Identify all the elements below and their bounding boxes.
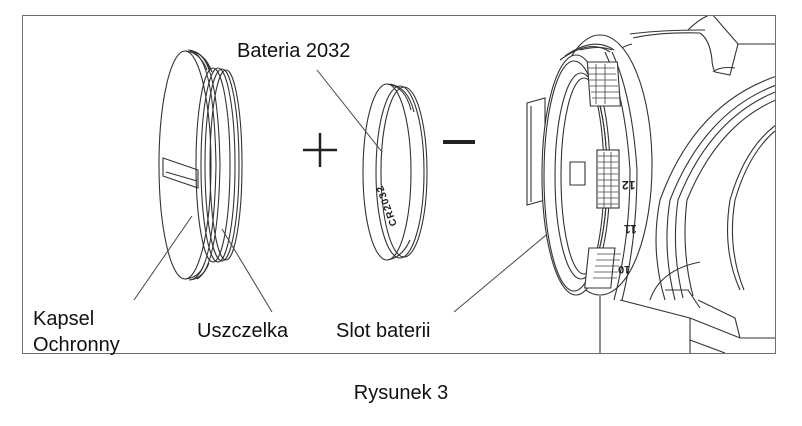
knurl-pattern <box>587 64 621 279</box>
dial-number-10: 10 <box>618 263 631 275</box>
label-cap-line1: Kapsel <box>33 308 95 330</box>
figure-caption: Rysunek 3 <box>353 382 449 404</box>
polarity-signs <box>303 133 475 167</box>
knurl-top <box>586 61 622 107</box>
dial-number-11: 11 <box>624 222 637 236</box>
label-cap-line2: Ochronny <box>33 334 120 356</box>
battery-cell <box>362 83 428 261</box>
leader-battery <box>316 69 383 153</box>
scope-housing <box>599 16 775 353</box>
label-seal: Uszczelka <box>197 320 289 342</box>
label-battery: Bateria 2032 <box>237 40 351 62</box>
leader-cap <box>133 215 193 301</box>
dial-number-12: 12 <box>622 178 636 192</box>
battery-slot-ring <box>526 34 653 301</box>
label-slot: Slot baterii <box>336 320 431 342</box>
protective-cap <box>158 49 243 281</box>
leader-seal <box>221 228 273 313</box>
knurl-mid <box>596 149 620 209</box>
